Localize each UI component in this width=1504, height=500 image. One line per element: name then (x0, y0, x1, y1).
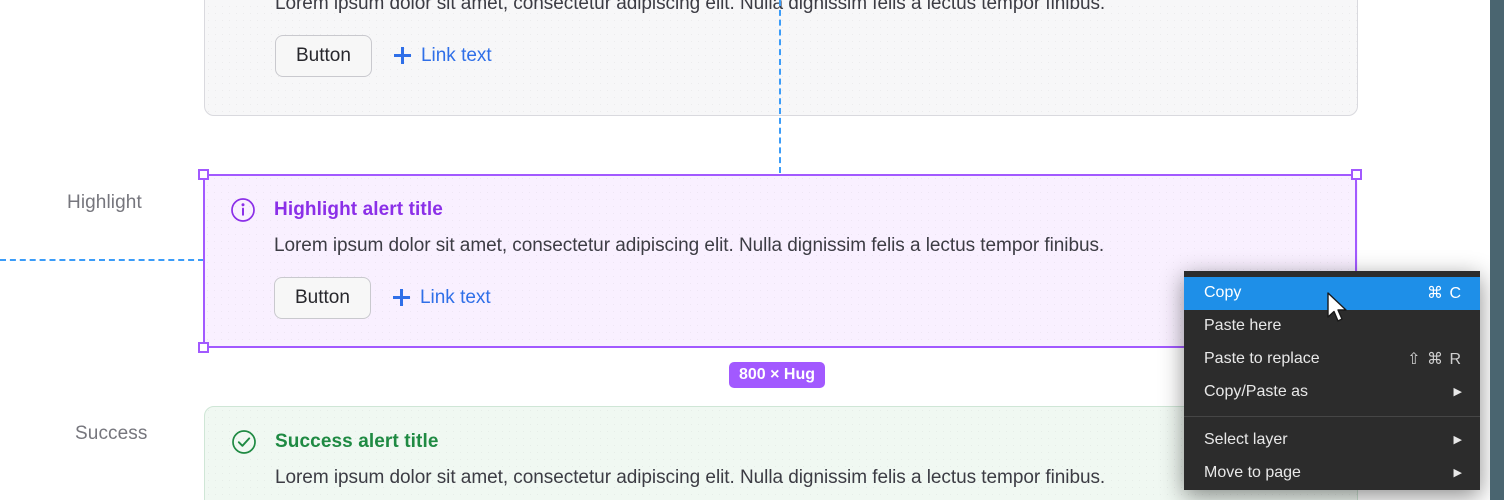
menu-item-move-to-page-label: Move to page (1204, 464, 1301, 481)
menu-separator (1184, 416, 1480, 417)
smart-guide-horizontal (0, 259, 204, 261)
alert-content-success: Success alert title Lorem ipsum dolor si… (205, 407, 1357, 500)
plus-icon (392, 289, 410, 307)
row-label-highlight: Highlight (67, 192, 142, 213)
plus-icon (393, 47, 411, 65)
chevron-right-icon: ▶ (1453, 385, 1462, 398)
menu-item-select-layer[interactable]: Select layer ▶ (1184, 424, 1480, 457)
alert-header-success: Success alert title (231, 429, 1331, 455)
selection-size-badge: 800 × Hug (729, 362, 826, 388)
selection-handle-bottom-left[interactable] (198, 342, 209, 353)
alert-header-highlight: Highlight alert title (230, 197, 1332, 223)
menu-item-paste-to-replace[interactable]: Paste to replace ⇧ ⌘ R (1184, 343, 1480, 376)
alert-body-highlight: Lorem ipsum dolor sit amet, consectetur … (274, 235, 1105, 256)
alert-body-success: Lorem ipsum dolor sit amet, consectetur … (275, 467, 1106, 488)
alert-content-highlight: Highlight alert title Lorem ipsum dolor … (204, 175, 1358, 347)
alert-card-neutral[interactable]: Lorem ipsum dolor sit amet, consectetur … (204, 0, 1358, 116)
chevron-right-icon: ▶ (1453, 466, 1462, 479)
menu-item-paste-here-label: Paste here (1204, 317, 1282, 334)
menu-item-paste-to-replace-shortcut: ⇧ ⌘ R (1407, 351, 1462, 368)
info-circle-icon (231, 198, 255, 222)
alert-card-highlight[interactable]: Highlight alert title Lorem ipsum dolor … (204, 175, 1358, 347)
alert-actions-neutral: Button Link text (275, 35, 1331, 77)
alert-link-label-neutral: Link text (420, 44, 492, 66)
selection-handle-top-left[interactable] (198, 169, 209, 180)
context-menu[interactable]: Copy ⌘ C Paste here Paste to replace ⇧ ⌘… (1184, 271, 1480, 490)
alert-button-neutral[interactable]: Button (275, 35, 372, 77)
smart-guide-vertical (779, 0, 781, 173)
alert-actions-highlight: Button Link text (274, 277, 1332, 319)
selection-handle-top-right[interactable] (1351, 169, 1362, 180)
app-chrome-right-strip (1490, 0, 1504, 500)
menu-item-copy-label: Copy (1204, 284, 1242, 301)
menu-item-copy-paste-as[interactable]: Copy/Paste as ▶ (1184, 376, 1480, 409)
menu-item-copy-paste-as-label: Copy/Paste as (1204, 383, 1309, 400)
alert-card-success[interactable]: Success alert title Lorem ipsum dolor si… (204, 406, 1358, 500)
alert-link-highlight[interactable]: Link text (392, 286, 491, 309)
menu-item-move-to-page[interactable]: Move to page ▶ (1184, 457, 1480, 490)
menu-item-paste-to-replace-label: Paste to replace (1204, 350, 1320, 367)
menu-item-copy[interactable]: Copy ⌘ C (1184, 277, 1480, 310)
menu-item-copy-shortcut: ⌘ C (1427, 285, 1462, 302)
alert-link-label-highlight: Link text (419, 286, 491, 308)
alert-title-success: Success alert title (275, 431, 439, 452)
chevron-right-icon: ▶ (1453, 433, 1462, 446)
alert-button-highlight[interactable]: Button (274, 277, 371, 319)
alert-content-neutral: Lorem ipsum dolor sit amet, consectetur … (205, 0, 1357, 115)
menu-item-select-layer-label: Select layer (1204, 431, 1288, 448)
menu-item-paste-here[interactable]: Paste here (1184, 310, 1480, 343)
alert-title-highlight: Highlight alert title (274, 199, 443, 220)
alert-body-neutral: Lorem ipsum dolor sit amet, consectetur … (275, 0, 1106, 14)
alert-link-neutral[interactable]: Link text (393, 44, 492, 67)
check-circle-icon (232, 430, 256, 454)
row-label-success: Success (75, 423, 148, 444)
